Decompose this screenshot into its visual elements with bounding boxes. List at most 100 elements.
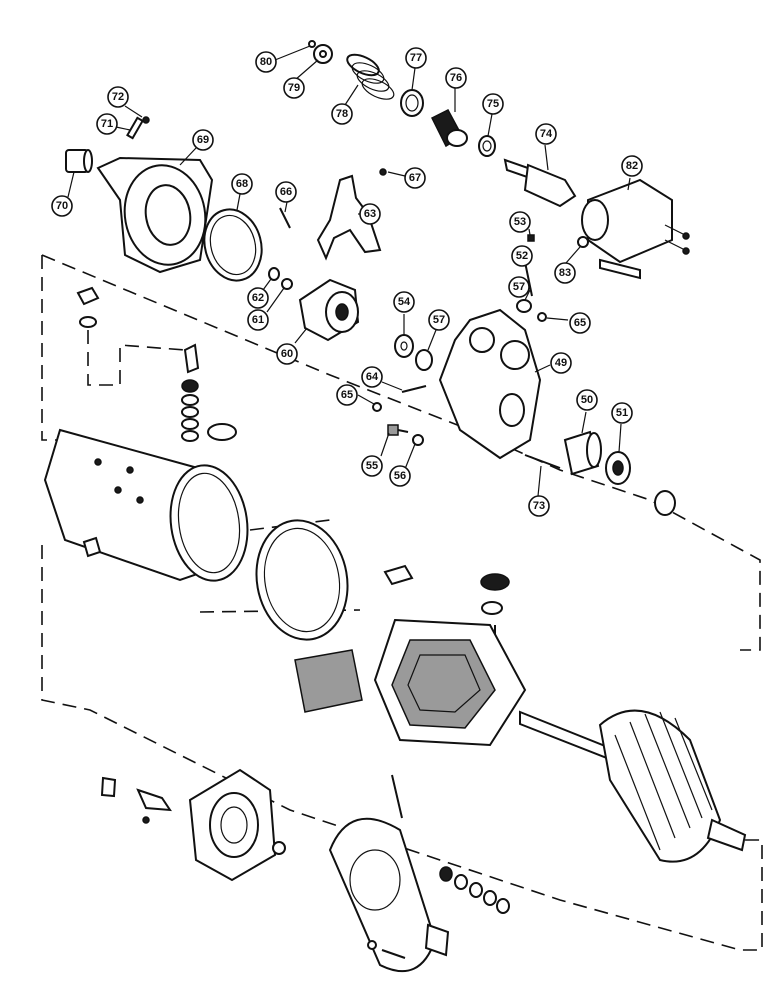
callout-number: 65: [574, 317, 586, 329]
part-77-ring: [400, 89, 424, 117]
callout-65: 65: [569, 312, 591, 334]
callout-63: 63: [359, 203, 381, 225]
callout-number: 61: [252, 314, 264, 326]
part-63-shift-lever: [316, 174, 382, 261]
part-49-lever-housing: [438, 308, 542, 460]
callout-62: 62: [247, 287, 269, 309]
callout-52: 52: [511, 245, 533, 267]
callout-labels: 8079787776757482727169706866676353528357…: [51, 47, 643, 517]
callout-53: 53: [509, 211, 531, 233]
callout-number: 57: [513, 281, 525, 293]
brush-clip: [100, 776, 117, 798]
callout-51: 51: [611, 402, 633, 424]
part-75-washer: [478, 135, 496, 157]
field-frame: [43, 428, 249, 582]
callout-65: 65: [336, 384, 358, 406]
part-67-clip: [379, 168, 387, 176]
part-68-gasket: [203, 208, 263, 282]
part-70-bushing: [65, 149, 93, 173]
callout-number: 78: [336, 108, 348, 120]
part-54-washer: [394, 334, 414, 358]
callout-number: 52: [516, 250, 528, 262]
part-79-washer-hole: [319, 50, 327, 58]
callout-number: 83: [559, 267, 571, 279]
armature: [519, 709, 747, 863]
terminal-nut: [76, 286, 100, 306]
callout-number: 82: [626, 160, 638, 172]
callout-83: 83: [554, 262, 576, 284]
brush-plate: [188, 768, 277, 882]
brush-pin: [391, 774, 403, 819]
terminal-lug: [183, 343, 200, 374]
callout-number: 55: [366, 460, 378, 472]
commutator-end-group: [100, 768, 510, 973]
callout-72: 72: [107, 86, 129, 108]
brush-screw: [142, 816, 150, 824]
part-64-pin: [401, 385, 427, 393]
part-76-plunger: [430, 109, 468, 148]
callout-67: 67: [404, 167, 426, 189]
callout-number: 76: [450, 72, 462, 84]
part-65-ring-a: [537, 312, 547, 322]
callout-69: 69: [192, 129, 214, 151]
part-56-washer: [412, 434, 424, 446]
callout-50: 50: [576, 389, 598, 411]
callout-number: 50: [581, 394, 593, 406]
callout-73: 73: [528, 495, 550, 517]
armature-shaft: [519, 710, 614, 762]
part-57-washer-a: [516, 299, 532, 313]
part-61-washer: [281, 278, 293, 290]
callout-82: 82: [621, 155, 643, 177]
callout-number: 66: [280, 186, 292, 198]
callout-number: 54: [398, 296, 411, 308]
callout-number: 68: [236, 178, 248, 190]
callout-number: 63: [364, 208, 376, 220]
plate-washer: [272, 841, 286, 855]
upper-guide-line: [41, 254, 761, 651]
armature-windings: [614, 711, 713, 851]
bolt-guide-line: [87, 330, 186, 386]
part-78-spring: [346, 53, 395, 100]
callout-number: 73: [533, 500, 545, 512]
cover-bolt: [367, 940, 406, 959]
callout-57: 57: [508, 276, 530, 298]
cover-washer-stack: [439, 866, 510, 914]
part-71-pin: [126, 116, 144, 140]
end-washer: [654, 490, 676, 516]
part-65-ring-b: [372, 402, 382, 412]
callout-80: 80: [255, 51, 277, 73]
callout-68: 68: [231, 173, 253, 195]
terminal-insulator-stack: [181, 379, 237, 442]
part-60-drive-pinion: [298, 278, 360, 342]
part-66-cotter-pin: [279, 207, 291, 229]
part-72-plug: [142, 116, 150, 124]
commutator-end-cover: [328, 817, 437, 973]
callout-78: 78: [331, 103, 353, 125]
callout-number: 71: [101, 118, 113, 130]
drive-housing-group: [65, 116, 676, 516]
part-51-bearing: [605, 451, 631, 485]
callout-77: 77: [405, 47, 427, 69]
callout-60: 60: [276, 343, 298, 365]
callout-71: 71: [96, 113, 118, 135]
solenoid-plunger-group: [308, 40, 690, 280]
part-62-ring: [268, 267, 280, 281]
terminal-washer: [79, 316, 97, 328]
callout-number: 80: [260, 56, 272, 68]
part-74-plunger-rod: [503, 158, 577, 208]
callout-76: 76: [445, 67, 467, 89]
brush-spring: [136, 788, 172, 812]
callout-number: 72: [112, 91, 124, 103]
callout-66: 66: [275, 181, 297, 203]
callout-57: 57: [428, 309, 450, 331]
callout-number: 53: [514, 216, 526, 228]
callout-75: 75: [482, 93, 504, 115]
leader-lines: [67, 45, 631, 497]
callout-number: 70: [56, 200, 68, 212]
brush-insulator: [383, 564, 414, 586]
field-coil: [373, 618, 527, 747]
callout-number: 56: [394, 470, 406, 482]
part-57-washer-b: [415, 349, 433, 371]
